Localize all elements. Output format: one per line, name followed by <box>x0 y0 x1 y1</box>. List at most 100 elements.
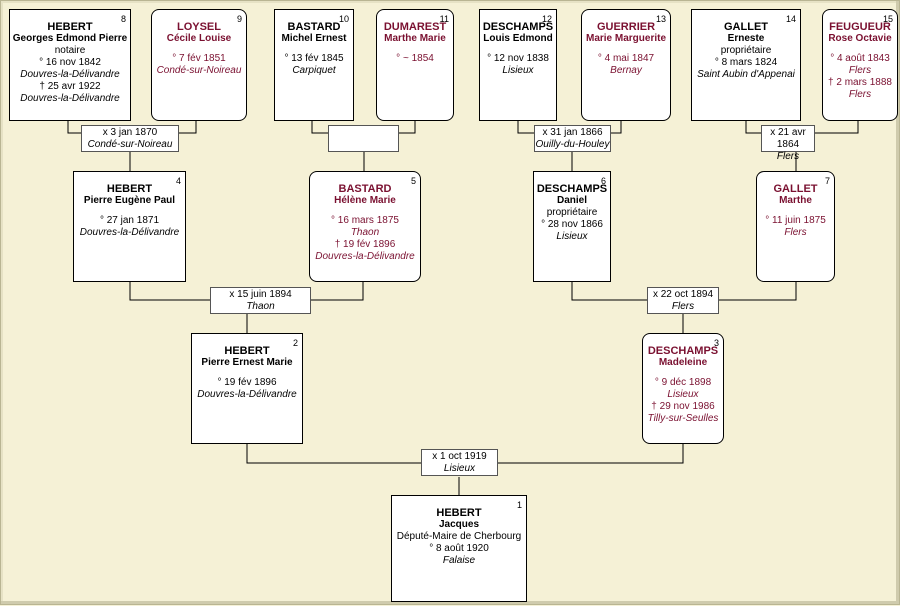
given-names: Marthe <box>779 195 812 206</box>
marriage-8-9[interactable]: x 3 jan 1870 Condé-sur-Noireau <box>81 125 179 152</box>
person-14[interactable]: 14 GALLET Erneste propriétaire ° 8 mars … <box>691 9 801 121</box>
person-9[interactable]: 9 LOYSEL Cécile Louise ° 7 fév 1851 Cond… <box>151 9 247 121</box>
marriage-6-7[interactable]: x 22 oct 1894 Flers <box>647 287 719 314</box>
connector-8-9 <box>67 121 197 171</box>
given-names: Marie Marguerite <box>585 33 667 44</box>
marriage-place: Thaon <box>246 301 275 312</box>
person-8[interactable]: 8 HEBERT Georges Edmond Pierre notaire °… <box>9 9 131 121</box>
marriage-date: x 22 oct 1894 <box>652 289 714 300</box>
person-5[interactable]: 5 BASTARD Hélène Marie ° 16 mars 1875 Th… <box>309 171 421 282</box>
birth-date: ° 11 juin 1875 <box>765 215 826 226</box>
surname: GALLET <box>724 21 768 33</box>
sosa-number: 2 <box>292 338 298 348</box>
given-names: Michel Ernest <box>281 33 347 44</box>
surname: GALLET <box>773 183 818 195</box>
birth-place: Thaon <box>350 227 380 238</box>
sosa-number: 1 <box>516 500 522 510</box>
marriage-place: Condé-sur-Noireau <box>87 139 173 150</box>
given-names: Pierre Ernest Marie <box>201 357 293 368</box>
birth-date: ° 16 mars 1875 <box>331 215 399 226</box>
sosa-number: 10 <box>338 14 349 24</box>
person-11[interactable]: 11 DUMAREST Marthe Marie ° ~ 1854 <box>376 9 454 121</box>
occupation: notaire <box>54 45 86 56</box>
given-names: Daniel <box>556 195 587 206</box>
surname: FEUGUEUR <box>829 21 891 33</box>
death-place: Tilly-sur-Seulles <box>647 413 719 424</box>
sosa-number: 14 <box>785 14 796 24</box>
surname: BASTARD <box>338 183 392 195</box>
surname: HEBERT <box>47 21 93 33</box>
surname: LOYSEL <box>176 21 221 33</box>
marriage-4-5[interactable]: x 15 juin 1894 Thaon <box>210 287 311 314</box>
given-names: Marthe Marie <box>384 33 446 44</box>
birth-date: ° 4 mai 1847 <box>597 53 655 64</box>
person-12[interactable]: 12 DESCHAMPS Louis Edmond ° 12 nov 1838 … <box>479 9 557 121</box>
given-names: Louis Edmond <box>483 33 553 44</box>
person-7[interactable]: 7 GALLET Marthe ° 11 juin 1875 Flers <box>756 171 835 282</box>
marriage-date: x 3 jan 1870 <box>102 127 158 138</box>
occupation: propriétaire <box>720 45 772 56</box>
death-date: † 29 nov 1986 <box>651 401 715 412</box>
sosa-number: 13 <box>655 14 666 24</box>
person-4[interactable]: 4 HEBERT Pierre Eugène Paul ° 27 jan 187… <box>73 171 186 282</box>
marriage-place: Flers <box>671 301 695 312</box>
person-1[interactable]: 1 HEBERT Jacques Député-Maire de Cherbou… <box>391 495 527 602</box>
occupation: Député-Maire de Cherbourg <box>396 531 522 542</box>
birth-date: ° 7 fév 1851 <box>172 53 226 64</box>
connector-14-15 <box>745 121 859 171</box>
sosa-number: 3 <box>713 338 719 348</box>
birth-place: Flers <box>848 65 872 76</box>
death-place: Flers <box>848 89 872 100</box>
sosa-number: 5 <box>410 176 416 186</box>
connector-6-7 <box>571 282 797 333</box>
marriage-date: x 31 jan 1866 <box>542 127 603 138</box>
occupation: propriétaire <box>546 207 598 218</box>
surname: GUERRIER <box>596 21 656 33</box>
person-6[interactable]: 6 DESCHAMPS Daniel propriétaire ° 28 nov… <box>533 171 611 282</box>
birth-place: Douvres-la-Délivandre <box>197 389 297 400</box>
surname: BASTARD <box>287 21 341 33</box>
marriage-place: Ouilly-du-Houley <box>535 139 610 150</box>
death-date: † 25 avr 1922 <box>39 81 101 92</box>
connector-12-13 <box>517 121 622 171</box>
birth-date: ° 16 nov 1842 <box>39 57 101 68</box>
death-date: † 19 fév 1896 <box>334 239 396 250</box>
sosa-number: 8 <box>120 14 126 24</box>
given-names: Madeleine <box>658 357 708 368</box>
birth-date: ° 27 jan 1871 <box>99 215 160 226</box>
person-3[interactable]: 3 DESCHAMPS Madeleine ° 9 déc 1898 Lisie… <box>642 333 724 444</box>
marriage-date: x 15 juin 1894 <box>229 289 292 300</box>
marriage-10-11[interactable] <box>328 125 399 152</box>
marriage-date: x 1 oct 1919 <box>432 451 487 462</box>
birth-date: ° 19 fév 1896 <box>217 377 277 388</box>
birth-place: Bernay <box>610 65 642 76</box>
given-names: Jacques <box>438 519 480 530</box>
surname: DESCHAMPS <box>482 21 554 33</box>
birth-place: Falaise <box>442 555 476 566</box>
person-10[interactable]: 10 BASTARD Michel Ernest ° 13 fév 1845 C… <box>274 9 354 121</box>
marriage-14-15[interactable]: x 21 avr 1864 Flers <box>761 125 815 162</box>
marriage-place: Lisieux <box>443 463 476 474</box>
person-2[interactable]: 2 HEBERT Pierre Ernest Marie ° 19 fév 18… <box>191 333 303 444</box>
death-place: Douvres-la-Délivandre <box>20 93 120 104</box>
surname: HEBERT <box>436 507 482 519</box>
given-names: Pierre Eugène Paul <box>83 195 176 206</box>
birth-date: ° 28 nov 1866 <box>541 219 603 230</box>
sosa-number: 15 <box>882 14 893 24</box>
birth-date: ° 4 août 1843 <box>830 53 890 64</box>
surname: DESCHAMPS <box>647 345 719 357</box>
given-names: Georges Edmond Pierre <box>12 33 128 44</box>
birth-place: Douvres-la-Délivandre <box>20 69 120 80</box>
sosa-number: 7 <box>824 176 830 186</box>
marriage-place: Flers <box>776 151 800 162</box>
marriage-date: x 21 avr 1864 <box>770 127 806 150</box>
birth-place: Douvres-la-Délivandre <box>79 227 180 238</box>
connector-10-11 <box>311 121 416 171</box>
person-13[interactable]: 13 GUERRIER Marie Marguerite ° 4 mai 184… <box>581 9 671 121</box>
birth-place: Saint Aubin d'Appenai <box>697 69 795 80</box>
marriage-12-13[interactable]: x 31 jan 1866 Ouilly-du-Houley <box>534 125 611 152</box>
sosa-number: 6 <box>600 176 606 186</box>
marriage-2-3[interactable]: x 1 oct 1919 Lisieux <box>421 449 498 476</box>
person-15[interactable]: 15 FEUGUEUR Rose Octavie ° 4 août 1843 F… <box>822 9 898 121</box>
